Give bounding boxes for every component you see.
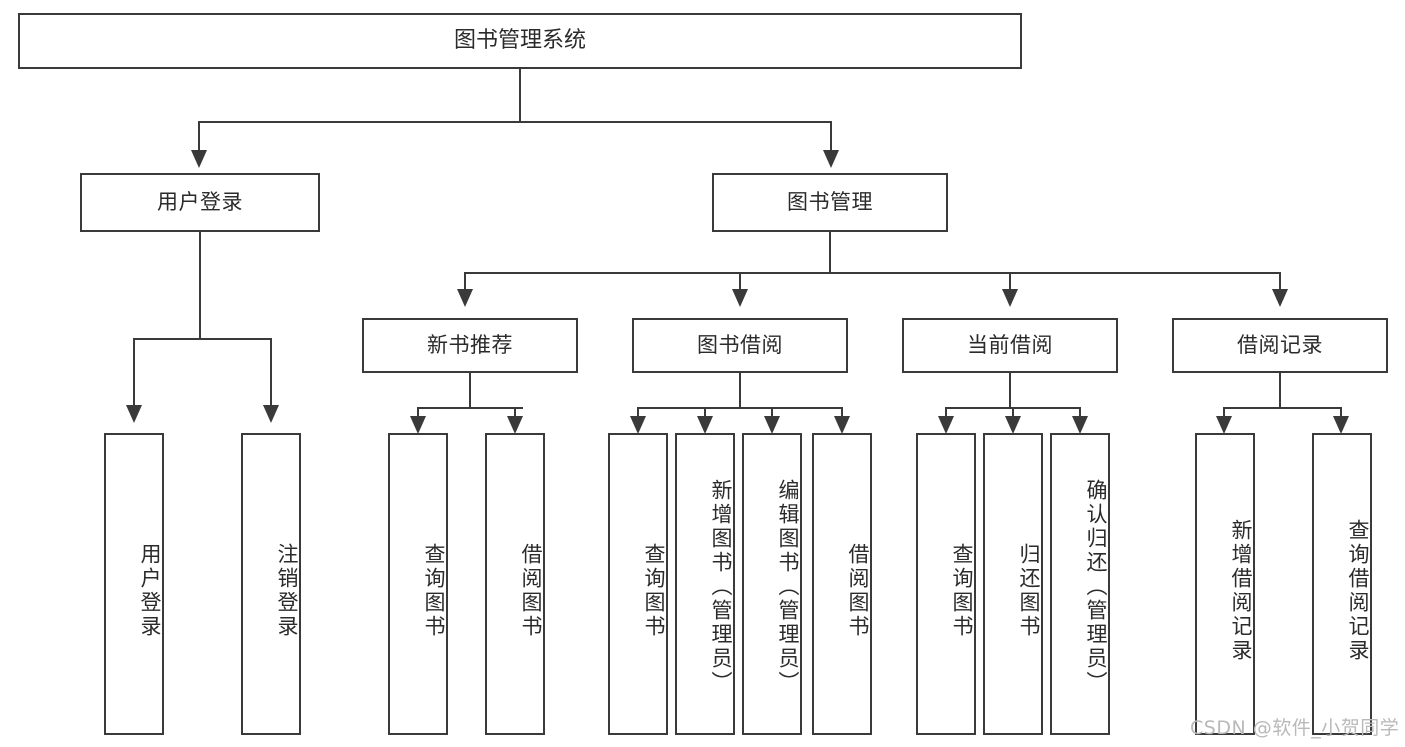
- arrow-icon-current-borrow: [1002, 289, 1018, 307]
- node-new-book-recommend[interactable]: 新书推荐: [362, 318, 578, 373]
- edge-borrow-record-stem: [1279, 373, 1281, 408]
- edge-borrow-record-bus: [1223, 407, 1341, 409]
- edge-root-bus: [198, 121, 832, 123]
- leaf-label: 借阅图书: [846, 543, 870, 639]
- leaf-bb-edit-book-admin[interactable]: 编辑图书（管理员）: [742, 433, 802, 735]
- leaf-user-login[interactable]: 用户登录: [104, 433, 164, 735]
- edge-drop-cb-confirm: [1079, 407, 1081, 419]
- edge-drop-nbr-borrow: [514, 407, 516, 419]
- arrow-icon-book-manage: [823, 150, 839, 168]
- arrow-icon-nbr-query: [410, 416, 426, 434]
- arrow-icon-bb-borrow: [834, 416, 850, 434]
- node-borrow-record[interactable]: 借阅记录: [1172, 318, 1388, 373]
- leaf-label: 编辑图书（管理员）: [776, 479, 800, 695]
- leaf-bb-borrow-book[interactable]: 借阅图书: [812, 433, 872, 735]
- edge-drop-bb-borrow: [841, 407, 843, 419]
- edge-drop-cb-return: [1012, 407, 1014, 419]
- edge-drop-bb-add: [704, 407, 706, 419]
- node-label: 图书管理系统: [453, 28, 586, 54]
- edge-new-book-stem: [469, 373, 471, 408]
- edge-drop-bb-query: [637, 407, 639, 419]
- leaf-bb-add-book-admin[interactable]: 新增图书（管理员）: [675, 433, 735, 735]
- edge-user-login-bus: [133, 338, 272, 340]
- leaf-label: 查询图书: [642, 543, 666, 639]
- leaf-label: 新增借阅记录: [1229, 519, 1253, 663]
- leaf-label: 查询图书: [422, 543, 446, 639]
- node-book-manage[interactable]: 图书管理: [712, 173, 948, 232]
- edge-drop-book-manage: [830, 121, 832, 151]
- leaf-label: 确认归还（管理员）: [1084, 479, 1108, 695]
- node-label: 图书管理: [787, 190, 873, 215]
- edge-drop-br-query: [1340, 407, 1342, 419]
- edge-drop-current-borrow: [1009, 272, 1011, 290]
- edge-book-borrow-bus: [637, 407, 842, 409]
- leaf-label: 查询借阅记录: [1346, 519, 1370, 663]
- leaf-logout[interactable]: 注销登录: [241, 433, 301, 735]
- leaf-label: 归还图书: [1017, 543, 1041, 639]
- arrow-icon-cb-confirm: [1072, 416, 1088, 434]
- leaf-cb-return-book[interactable]: 归还图书: [983, 433, 1043, 735]
- node-label: 借阅记录: [1237, 333, 1323, 358]
- leaf-br-add-record[interactable]: 新增借阅记录: [1195, 433, 1255, 735]
- edge-drop-cb-query: [945, 407, 947, 419]
- leaf-label: 用户登录: [138, 543, 162, 639]
- leaf-label: 查询图书: [950, 543, 974, 639]
- node-label: 新书推荐: [427, 333, 513, 358]
- edge-drop-user-login: [198, 121, 200, 151]
- leaf-label: 新增图书（管理员）: [709, 479, 733, 695]
- arrow-icon-nbr-borrow: [507, 416, 523, 434]
- leaf-label: 借阅图书: [519, 543, 543, 639]
- node-label: 当前借阅: [967, 333, 1053, 358]
- arrow-icon-bb-add: [697, 416, 713, 434]
- edge-root-stem: [519, 69, 521, 122]
- edge-drop-book-borrow: [739, 272, 741, 290]
- arrow-icon-bb-query: [630, 416, 646, 434]
- node-current-borrow[interactable]: 当前借阅: [902, 318, 1118, 373]
- arrow-icon-borrow-record: [1272, 289, 1288, 307]
- edge-current-borrow-stem: [1009, 373, 1011, 408]
- node-label: 用户登录: [157, 190, 243, 215]
- arrow-icon-book-borrow: [732, 289, 748, 307]
- edge-drop-bb-edit: [771, 407, 773, 419]
- node-label: 图书借阅: [697, 333, 783, 358]
- edge-new-book-bus: [417, 407, 523, 409]
- arrow-icon-leaf-user-login: [126, 405, 142, 423]
- leaf-label: 注销登录: [275, 543, 299, 639]
- edge-drop-leaf-logout: [270, 338, 272, 406]
- arrow-icon-new-book: [457, 289, 473, 307]
- edge-drop-new-book: [464, 272, 466, 290]
- arrow-icon-user-login: [191, 150, 207, 168]
- edge-drop-br-add: [1223, 407, 1225, 419]
- leaf-bb-query-book[interactable]: 查询图书: [608, 433, 668, 735]
- arrow-icon-bb-edit: [764, 416, 780, 434]
- edge-drop-borrow-record: [1279, 272, 1281, 290]
- node-book-borrow[interactable]: 图书借阅: [632, 318, 848, 373]
- leaf-nbr-query-book[interactable]: 查询图书: [388, 433, 448, 735]
- arrow-icon-br-add: [1216, 416, 1232, 434]
- edge-book-borrow-stem: [739, 373, 741, 408]
- leaf-nbr-borrow-book[interactable]: 借阅图书: [485, 433, 545, 735]
- edge-drop-nbr-query: [417, 407, 419, 419]
- arrow-icon-cb-query: [938, 416, 954, 434]
- edge-drop-leaf-user-login: [133, 338, 135, 406]
- arrow-icon-cb-return: [1005, 416, 1021, 434]
- arrow-icon-leaf-logout: [263, 405, 279, 423]
- arrow-icon-br-query: [1333, 416, 1349, 434]
- leaf-cb-query-book[interactable]: 查询图书: [916, 433, 976, 735]
- edge-book-manage-stem: [829, 232, 831, 273]
- edge-book-manage-bus: [464, 272, 1280, 274]
- watermark-text: CSDN @软件_小贺同学: [1190, 717, 1400, 739]
- edge-user-login-stem: [199, 232, 201, 339]
- node-root-system[interactable]: 图书管理系统: [18, 13, 1022, 69]
- leaf-br-query-record[interactable]: 查询借阅记录: [1312, 433, 1372, 735]
- node-user-login[interactable]: 用户登录: [80, 173, 320, 232]
- leaf-cb-confirm-return-admin[interactable]: 确认归还（管理员）: [1050, 433, 1110, 735]
